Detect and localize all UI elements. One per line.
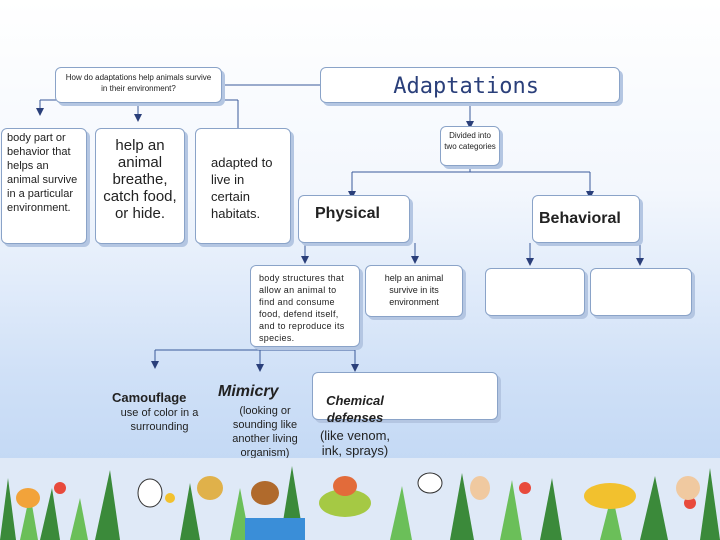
page-title: Adaptations [393, 74, 539, 99]
definition-box: body part or behavior that helps an anim… [1, 128, 87, 244]
animal-illustration-strip [0, 458, 720, 540]
title-box: Adaptations [320, 67, 620, 103]
mimicry-desc: (looking or sounding like another living… [232, 405, 298, 459]
behavioral-example-box-2 [590, 268, 692, 316]
adapted-box: adapted to live in certain habitats. [195, 128, 291, 244]
chemical-desc: (like venom, ink, sprays) [319, 428, 391, 458]
chemical-title: Chemical defenses [326, 393, 384, 425]
chemical-box [312, 372, 498, 420]
behavioral-example-box-1 [485, 268, 585, 316]
camouflage-desc: use of color in a surrounding [120, 407, 199, 433]
physical-box: Physical [298, 195, 410, 243]
question-box: How do adaptations help animals survive … [55, 67, 222, 103]
question-text: How do adaptations help animals survive … [65, 73, 212, 93]
help-box: help an animal breathe, catch food, or h… [95, 128, 185, 244]
mimicry-title: Mimicry [218, 383, 279, 400]
help-survive-text: help an animal survive in its environmen… [384, 273, 444, 307]
camouflage-title: Camouflage [112, 390, 187, 405]
help-text: help an animal breathe, catch food, or h… [103, 137, 177, 222]
divided-box: Divided into two categories [440, 126, 500, 166]
animal-illustration [0, 458, 720, 540]
physical-label: Physical [315, 205, 380, 222]
body-structures-box: body structures that allow an animal to … [250, 265, 360, 347]
behavioral-box: Behavioral [532, 195, 640, 243]
definition-text: body part or behavior that helps an anim… [7, 132, 78, 214]
adapted-text: adapted to live in certain habitats. [211, 155, 273, 221]
body-structures-text: body structures that allow an animal to … [259, 273, 345, 343]
divided-text: Divided into two categories [444, 131, 496, 151]
behavioral-label: Behavioral [539, 210, 621, 227]
help-survive-box: help an animal survive in its environmen… [365, 265, 463, 317]
